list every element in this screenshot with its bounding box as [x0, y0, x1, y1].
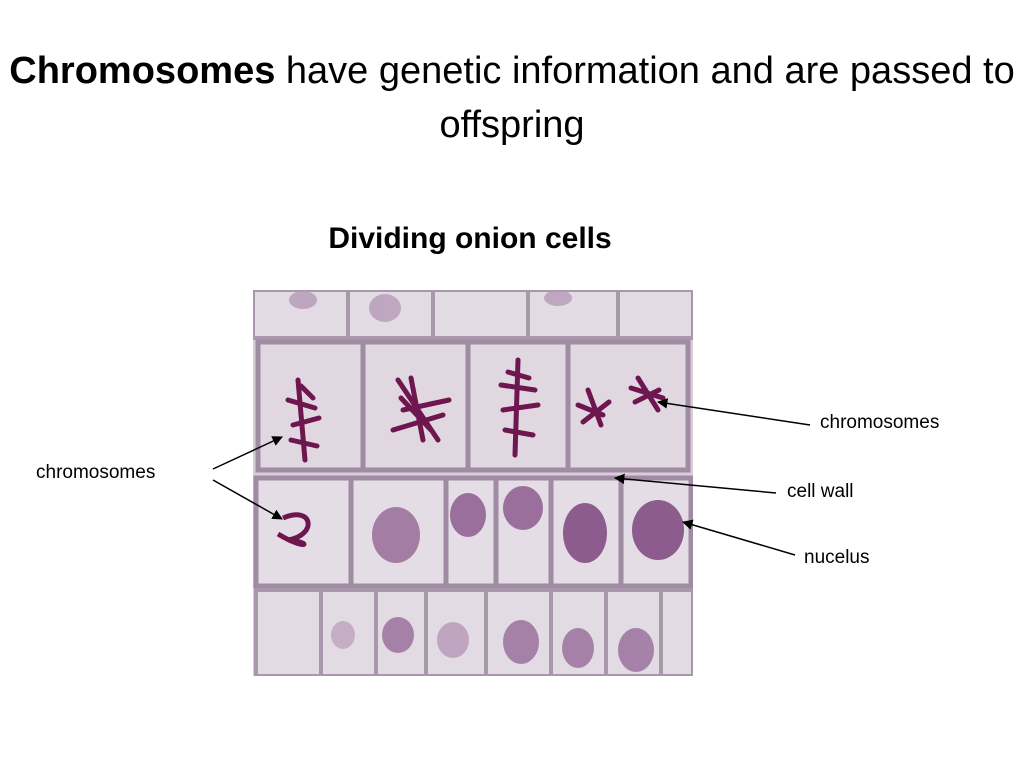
label-chromosomes-right: chromosomes: [820, 412, 940, 433]
slide-title: Chromosomes have genetic information and…: [0, 44, 1024, 152]
label-nucleus: nucelus: [804, 547, 870, 568]
onion-cells-micrograph: [253, 290, 693, 676]
title-bold: Chromosomes: [9, 50, 276, 92]
title-rest: have genetic information and are passed …: [275, 50, 1015, 146]
figure-subtitle: Dividing onion cells: [328, 222, 612, 255]
label-chromosomes-left: chromosomes: [36, 462, 156, 483]
label-cell-wall: cell wall: [787, 481, 854, 502]
arrow-nucleus: [681, 519, 796, 556]
